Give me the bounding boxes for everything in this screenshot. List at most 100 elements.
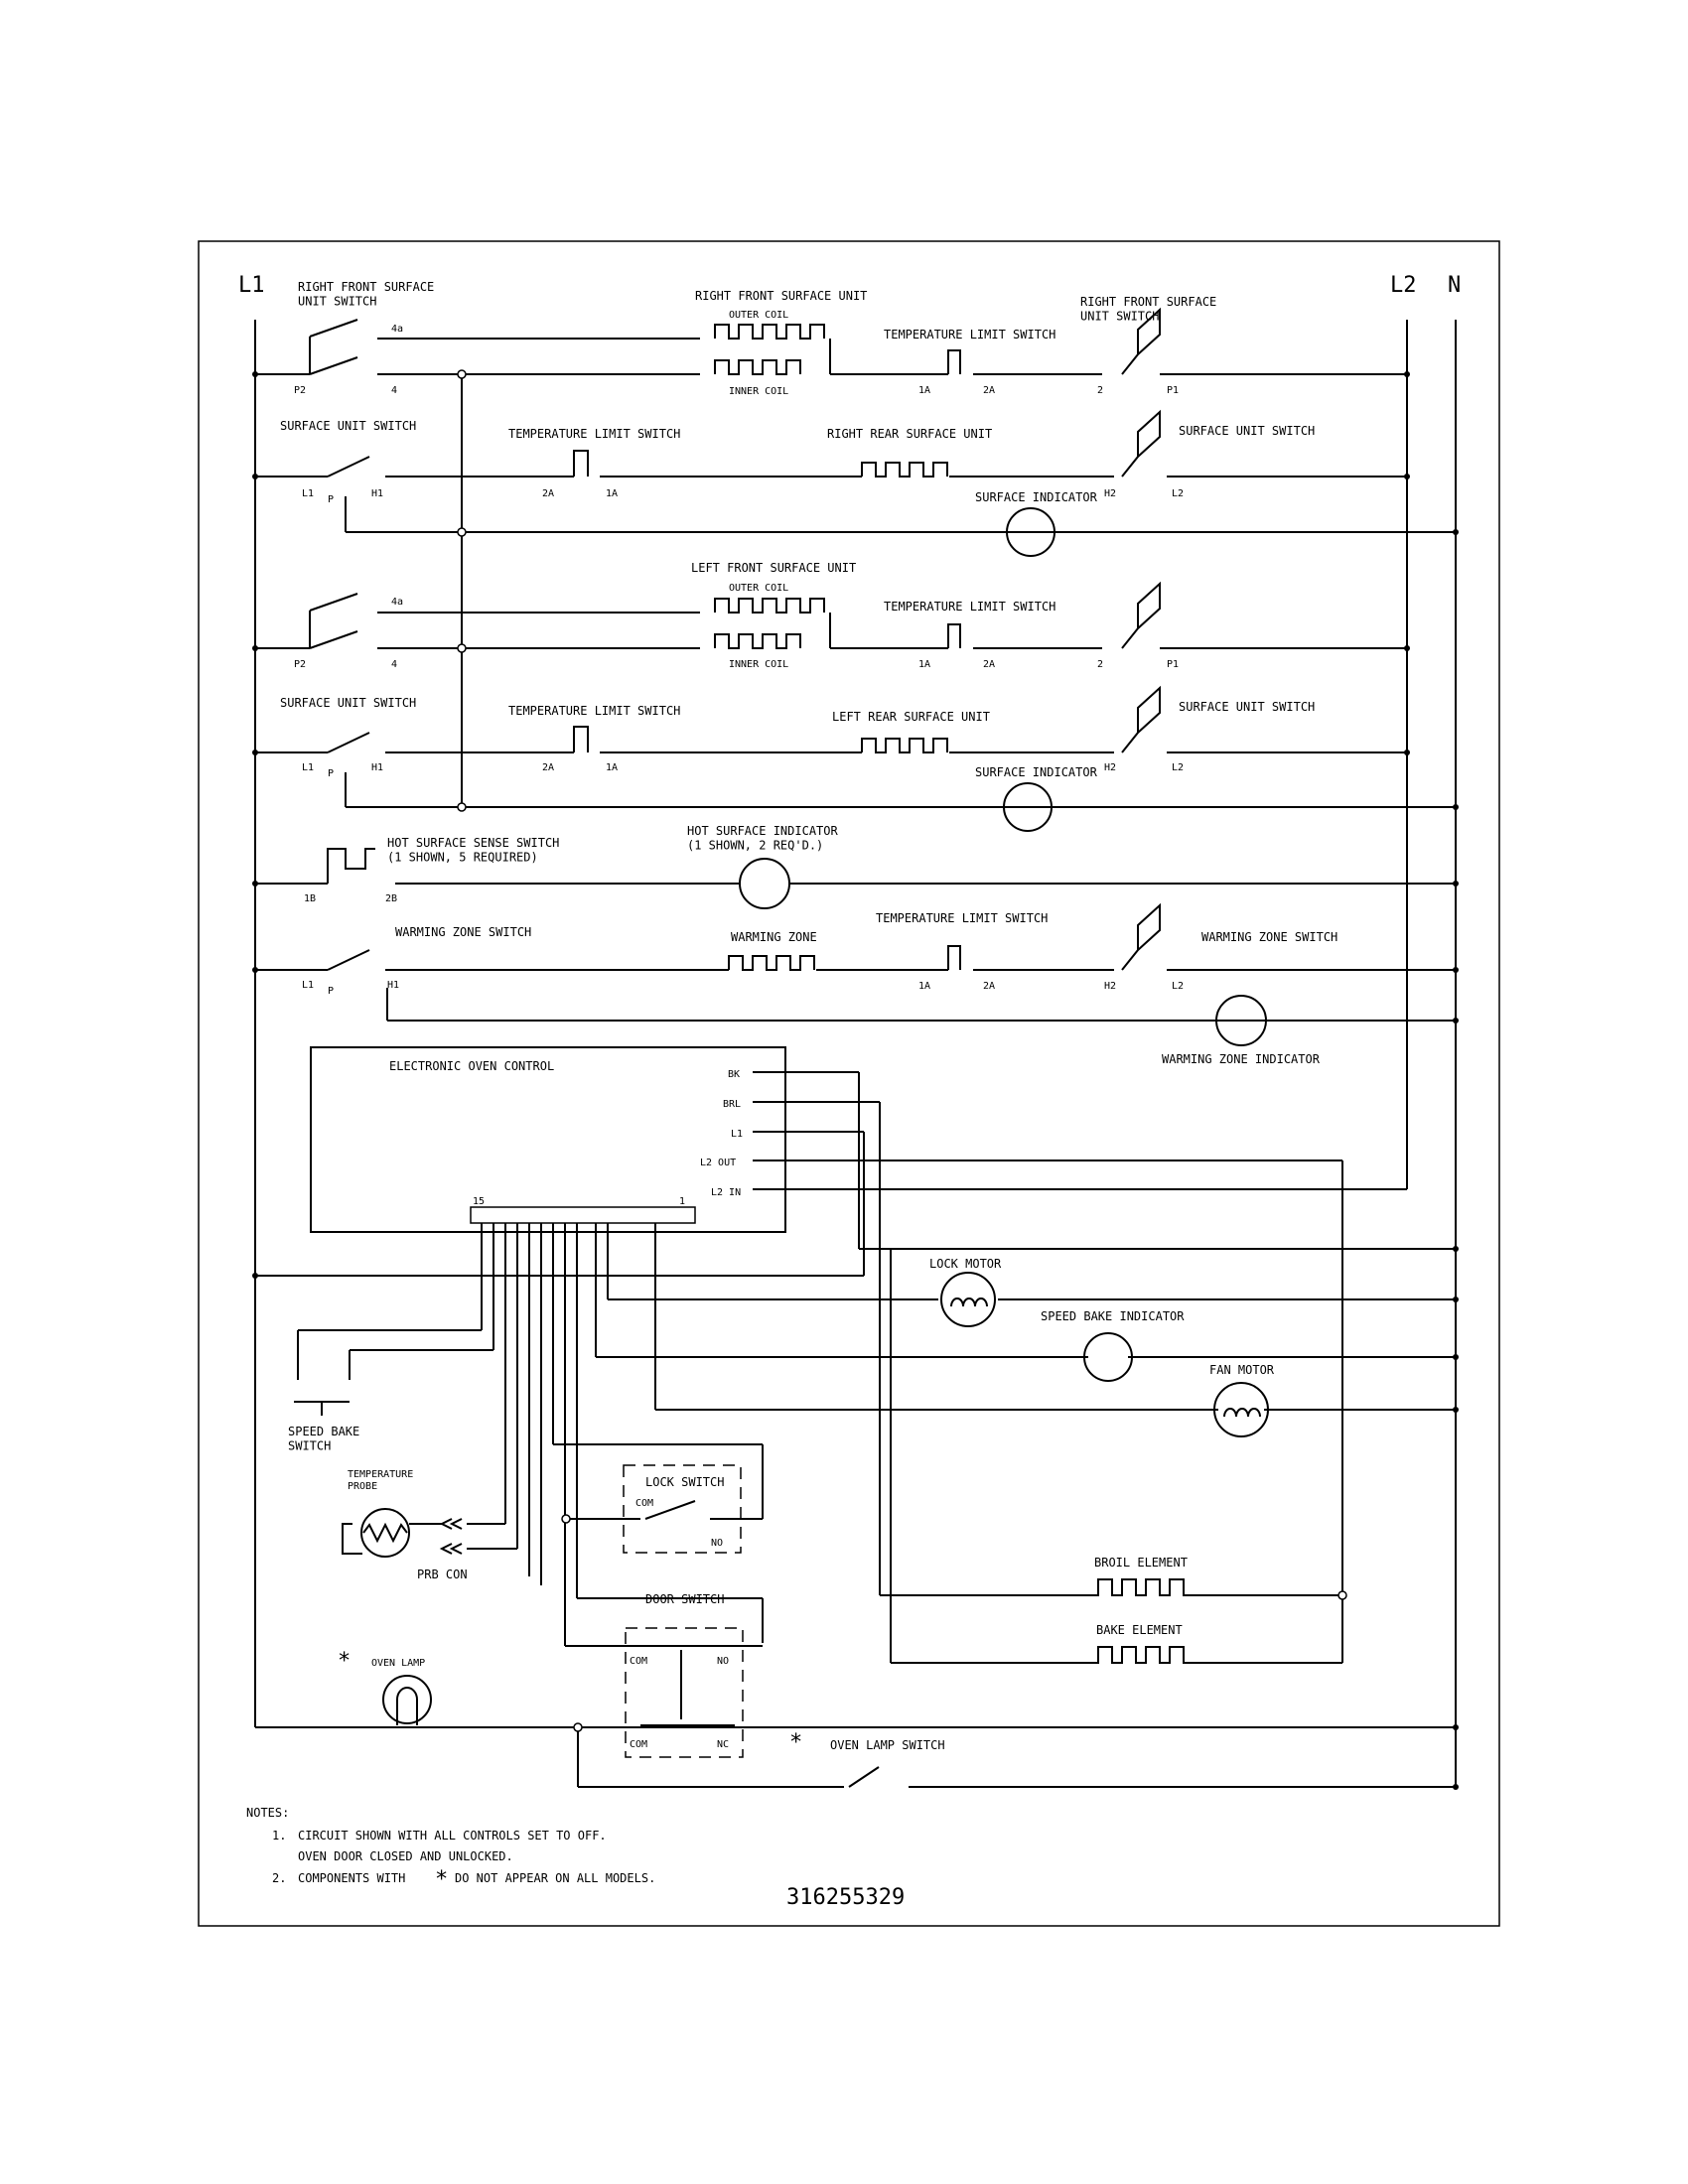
terminal-l1: L1	[302, 762, 314, 773]
outer-coil-label: OUTER COIL	[729, 310, 788, 321]
lock-switch: LOCK SWITCH COM NO	[566, 1464, 763, 1554]
door-switch-no: NO	[717, 1656, 729, 1667]
broil-element-label: BROIL ELEMENT	[1094, 1556, 1188, 1570]
bake-element-label: BAKE ELEMENT	[1096, 1623, 1183, 1637]
terminal-h1: H1	[387, 980, 399, 991]
tls-label: TEMPERATURE LIMIT SWITCH	[884, 600, 1055, 614]
rail-l1-label: L1	[238, 273, 265, 298]
terminal-l1: L1	[302, 980, 314, 991]
door-switch: DOOR SWITCH COM NO COM NC	[625, 1592, 763, 1758]
indicator-label: WARMING ZONE INDICATOR	[1162, 1052, 1321, 1066]
speed-bake-indicator-lamp	[1083, 1332, 1133, 1382]
pin-l1: L1	[731, 1129, 743, 1140]
note-1-line-2: OVEN DOOR CLOSED AND UNLOCKED.	[298, 1849, 513, 1863]
terminal-4: 4	[391, 659, 397, 670]
prb-con-label: PRB CON	[417, 1568, 468, 1581]
pin-l2-in: L2 IN	[711, 1187, 741, 1198]
terminal-1a: 1A	[606, 762, 618, 773]
door-switch-com-upper: COM	[630, 1656, 647, 1667]
terminal-1a: 1A	[606, 488, 618, 499]
terminal-2a: 2A	[983, 659, 995, 670]
tls-label: TEMPERATURE LIMIT SWITCH	[876, 911, 1048, 925]
warming-zone-indicator-lamp	[1215, 995, 1267, 1046]
terminal-4a: 4a	[391, 324, 403, 335]
switch-label: SURFACE UNIT SWITCH	[280, 419, 416, 433]
note-1-number: 1.	[272, 1829, 286, 1843]
row-left-front-surface-unit: 4a 4 P2 LEFT FRONT SURFACE UNIT OUTER CO…	[255, 561, 1407, 670]
hot-surface-indicator-label: HOT SURFACE INDICATOR(1 SHOWN, 2 REQ'D.)	[687, 824, 838, 852]
door-switch-com-lower: COM	[630, 1739, 647, 1750]
control-title: ELECTRONIC OVEN CONTROL	[389, 1059, 554, 1073]
electronic-oven-control: ELECTRONIC OVEN CONTROL BK BRL L1 L2 OUT…	[310, 1046, 1407, 1233]
oven-lamp-switch-label: OVEN LAMP SWITCH	[830, 1738, 945, 1752]
terminal-2: 2	[1097, 385, 1103, 396]
switch-label: WARMING ZONE SWITCH	[395, 925, 531, 939]
row-hot-surface-sense: 1B 2B HOT SURFACE SENSE SWITCH(1 SHOWN, …	[255, 824, 1456, 909]
control-wiring	[255, 1072, 1456, 1664]
row-right-rear-surface-unit: SURFACE UNIT SWITCH L1 P H1 TEMPERATURE …	[255, 409, 1456, 557]
terminal-p: P	[328, 494, 334, 505]
tls-label: TEMPERATURE LIMIT SWITCH	[884, 328, 1055, 341]
note-2-asterisk: *	[435, 1867, 448, 1892]
broil-element	[1082, 1578, 1190, 1596]
part-number: 316255329	[786, 1885, 905, 1910]
oven-lamp-circuit: * OVEN LAMP * OVEN LAMP SWITCH	[255, 1649, 1456, 1788]
terminal-2: 2	[1097, 659, 1103, 670]
outer-coil-label: OUTER COIL	[729, 583, 788, 594]
terminal-1b: 1B	[304, 893, 316, 904]
connector-pin-1: 1	[679, 1196, 685, 1207]
connector-pin-15: 15	[473, 1196, 485, 1207]
terminal-l2: L2	[1172, 488, 1184, 499]
note-2-part-b: DO NOT APPEAR ON ALL MODELS.	[455, 1871, 655, 1885]
terminal-p1: P1	[1167, 385, 1179, 396]
note-2-part-a: COMPONENTS WITH	[298, 1871, 405, 1885]
terminal-p: P	[328, 768, 334, 779]
unit-label: RIGHT REAR SURFACE UNIT	[827, 427, 992, 441]
right-switch-label: SURFACE UNIT SWITCH	[1179, 700, 1315, 714]
warming-zone-label: WARMING ZONE	[731, 930, 817, 944]
rail-n-label: N	[1448, 273, 1461, 298]
bake-element	[1082, 1646, 1190, 1664]
junction-dots	[252, 369, 1459, 1790]
oven-lamp-switch-asterisk: *	[789, 1730, 802, 1755]
surface-indicator-lamp	[1006, 507, 1055, 557]
terminal-4: 4	[391, 385, 397, 396]
rail-l2-label: L2	[1390, 273, 1417, 298]
notes-heading: NOTES:	[246, 1806, 289, 1820]
row-warming-zone: WARMING ZONE SWITCH L1 P H1 WARMING ZONE…	[255, 902, 1456, 1066]
oven-lamp-asterisk: *	[338, 1649, 351, 1674]
right-switch-label: WARMING ZONE SWITCH	[1201, 930, 1337, 944]
inner-coil-label: INNER COIL	[729, 659, 788, 670]
hot-surface-indicator-lamp	[739, 858, 790, 909]
tls-label: TEMPERATURE LIMIT SWITCH	[508, 427, 680, 441]
indicator-label: SURFACE INDICATOR	[975, 490, 1098, 504]
lock-switch-label: LOCK SWITCH	[645, 1475, 724, 1489]
terminal-h2: H2	[1104, 981, 1116, 992]
note-1-line-1: CIRCUIT SHOWN WITH ALL CONTROLS SET TO O…	[298, 1829, 607, 1843]
pin-brl: BRL	[723, 1099, 741, 1110]
terminal-2b: 2B	[385, 893, 397, 904]
terminal-2a: 2A	[983, 981, 995, 992]
indicator-label: SURFACE INDICATOR	[975, 765, 1098, 779]
terminal-h1: H1	[371, 488, 383, 499]
terminal-l2: L2	[1172, 981, 1184, 992]
terminal-2a: 2A	[983, 385, 995, 396]
fan-motor-label: FAN MOTOR	[1209, 1363, 1275, 1377]
pin-l2-out: L2 OUT	[700, 1158, 736, 1168]
right-switch-label: SURFACE UNIT SWITCH	[1179, 424, 1315, 438]
terminal-l2: L2	[1172, 762, 1184, 773]
note-2-number: 2.	[272, 1871, 286, 1885]
tls-label: TEMPERATURE LIMIT SWITCH	[508, 704, 680, 718]
terminal-p2: P2	[294, 659, 306, 670]
oven-lamp-label: OVEN LAMP	[371, 1658, 425, 1669]
door-switch-nc: NC	[717, 1739, 729, 1750]
connector-strip	[470, 1206, 696, 1224]
unit-label: RIGHT FRONT SURFACE UNIT	[695, 289, 867, 303]
